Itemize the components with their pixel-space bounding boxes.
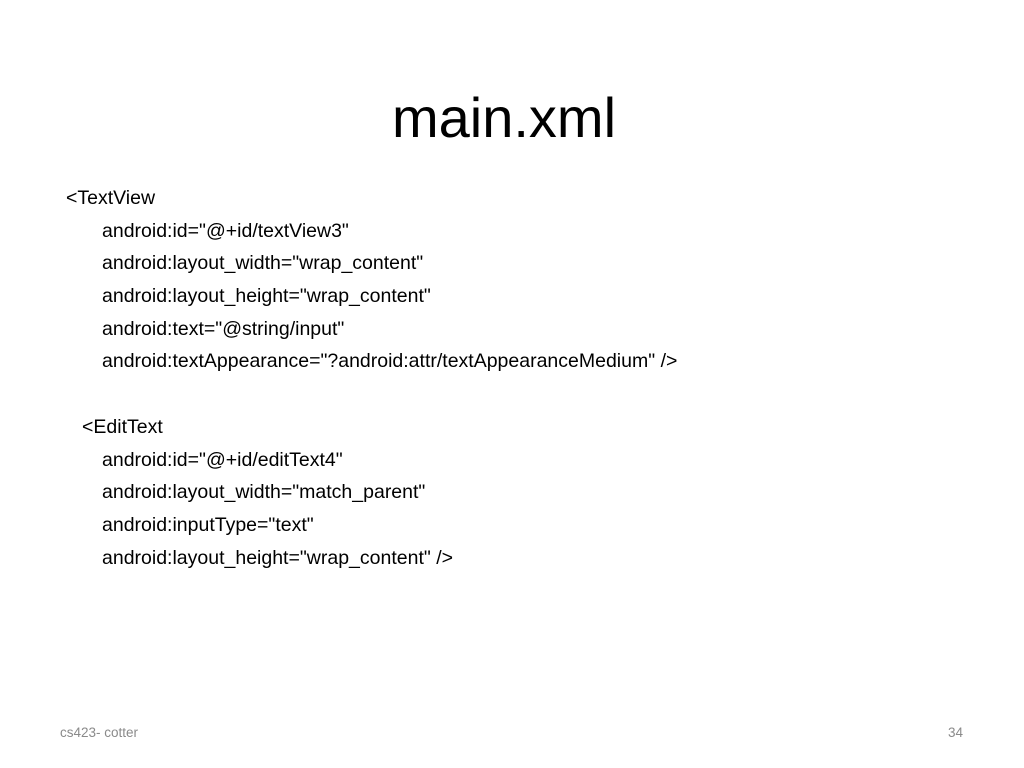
code-line-edittext-open: <EditText [82, 415, 163, 438]
code-line-edittext-id: android:id="@+id/editText4" [102, 448, 343, 471]
slide-title: main.xml [391, 86, 617, 149]
code-blank-line [66, 378, 966, 411]
code-block: <TextView android:id="@+id/textView3" an… [66, 182, 966, 574]
code-line-textview-id: android:id="@+id/textView3" [102, 219, 349, 242]
code-line-textview-layout-height: android:layout_height="wrap_content" [102, 285, 431, 308]
code-line-edittext-layout-height: android:layout_height="wrap_content" /> [102, 546, 454, 569]
code-line-textview-text-appearance: android:textAppearance="?android:attr/te… [102, 350, 678, 373]
code-line-textview-layout-width: android:layout_width="wrap_content" [102, 252, 424, 275]
code-line-edittext-input-type: android:inputType="text" [102, 513, 314, 536]
code-line-textview-text: android:text="@string/input" [102, 317, 345, 340]
footer-course-label: cs423- cotter [60, 725, 139, 740]
footer-page-number: 34 [947, 725, 963, 740]
code-line-edittext-layout-width: android:layout_width="match_parent" [102, 481, 426, 504]
code-line-textview-open: <TextView [66, 187, 156, 209]
